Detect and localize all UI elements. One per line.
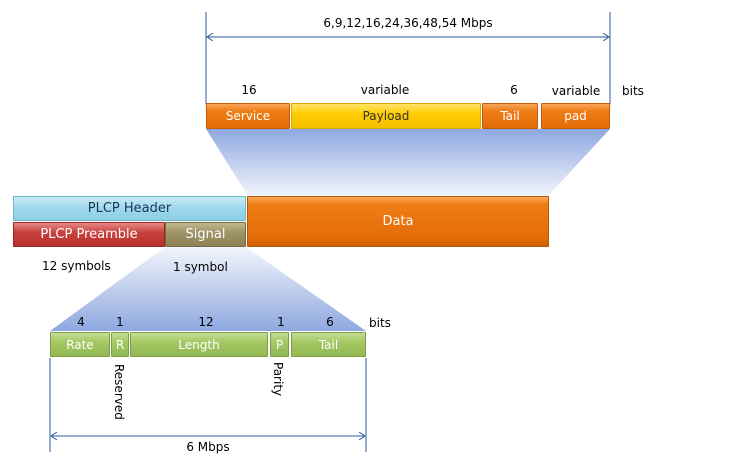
pad-bits: variable [551,84,601,98]
payload-field: Payload [291,103,481,129]
bottom-rate-label: 6 Mbps [186,440,230,454]
tail-field: Tail [482,103,538,129]
rate-field: Rate [50,332,110,357]
parity-field: P [270,332,289,357]
top-bits-unit: bits [622,84,644,98]
pad-field: pad [541,103,610,129]
service-field: Service [206,103,290,129]
length-bits: 12 [198,315,214,329]
plcp-preamble-field: PLCP Preamble [13,222,165,247]
signal-field: Signal [165,222,246,247]
signal-length-label: 1 symbol [173,260,228,274]
reserved-field: R [111,332,129,357]
service-bits: 16 [241,83,257,97]
tail-bits: 6 [510,83,518,97]
bottom-tail-bits: 6 [326,315,334,329]
signal-expansion-trapezoid [50,247,366,331]
data-expansion-trapezoid [206,129,610,196]
top-rate-label: 6,9,12,16,24,36,48,54 Mbps [323,16,493,30]
plcp-header-field: PLCP Header [13,196,246,221]
reserved-vertical-label: Reserved [112,364,126,420]
bottom-bits-unit: bits [369,316,391,330]
preamble-length-label: 12 symbols [42,259,111,273]
bottom-tail-field: Tail [291,332,366,357]
data-field: Data [247,196,549,247]
length-field: Length [130,332,268,357]
rate-bits: 4 [77,315,85,329]
parity-vertical-label: Parity [271,362,285,397]
reserved-bits: 1 [116,315,124,329]
payload-bits: variable [360,83,410,97]
parity-bits: 1 [277,315,285,329]
